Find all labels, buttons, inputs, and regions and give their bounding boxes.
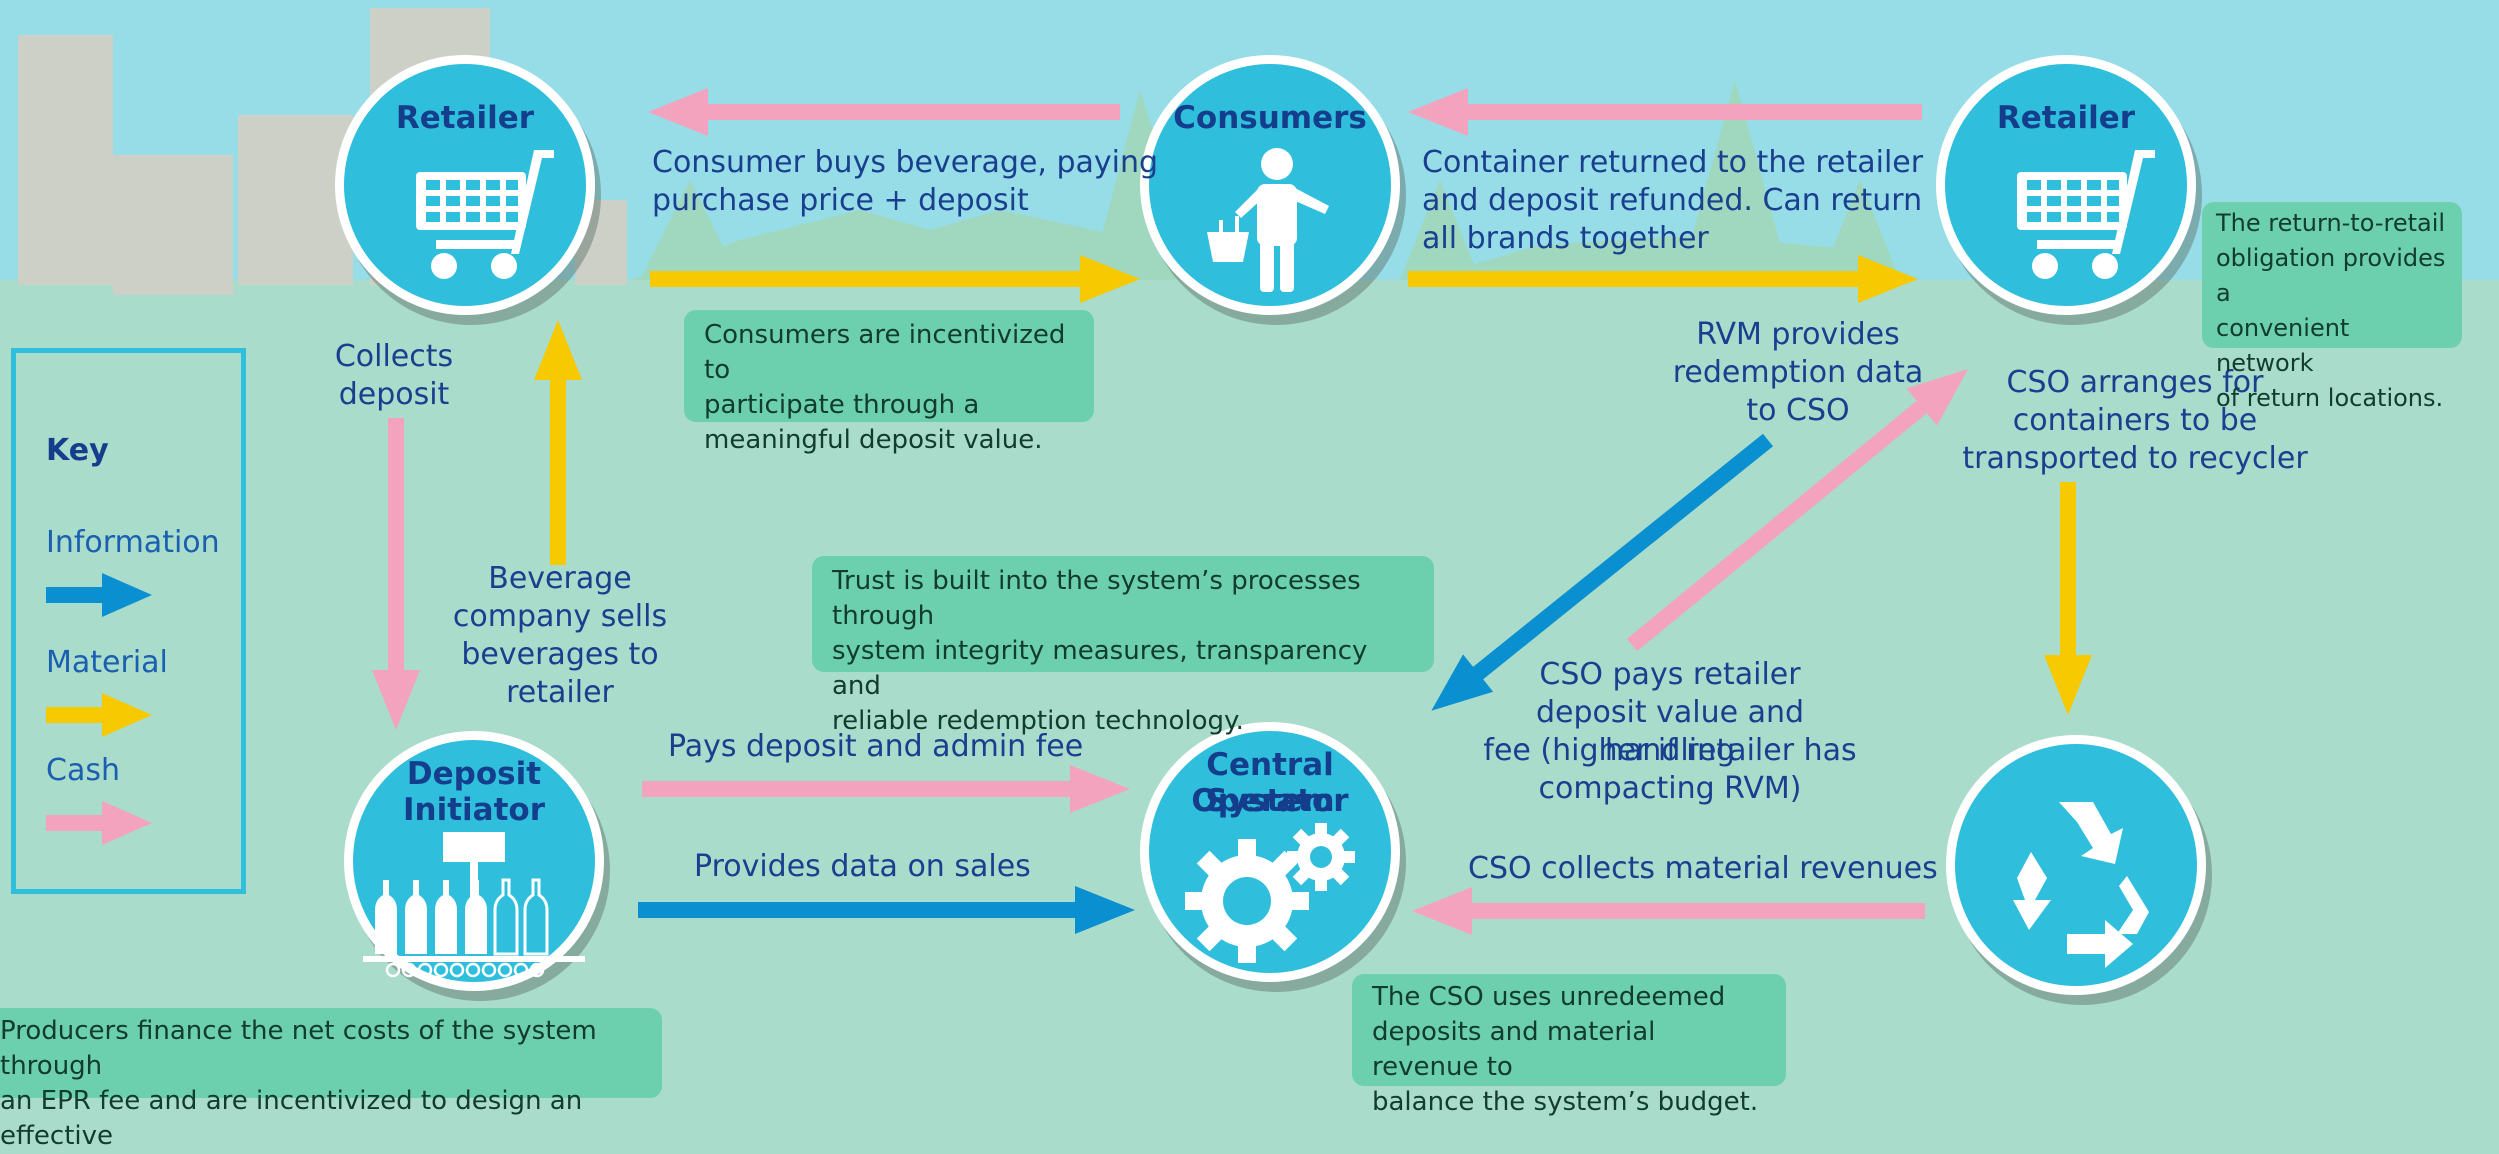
material-arrows: [534, 255, 2092, 715]
collects-deposit-label-line1: Collects: [334, 339, 454, 374]
retailer-right-node: Retailer: [1936, 55, 2196, 315]
cso-title-line1: Central System: [1205, 747, 1335, 819]
provides-data-label: Provides data on sales: [694, 849, 1031, 884]
deposit-initiator-node: Deposit Initiator: [344, 731, 604, 991]
retailer-right-title: Retailer: [1996, 100, 2136, 136]
trust-note-line2: system integrity measures, transparency …: [832, 636, 1368, 701]
consumers-node: Consumers: [1140, 55, 1400, 315]
unredeemed-note-line1: The CSO uses unredeemed: [1372, 982, 1726, 1012]
deposit-initiator-title-line1: Deposit: [406, 756, 542, 792]
shopping-cart-icon: [416, 150, 554, 279]
return-note-line4: of return locations.: [2216, 384, 2444, 412]
return-to-retail-note: The return-to-retail obligation provides…: [2202, 202, 2462, 412]
unredeemed-note-line3: balance the system’s budget.: [1372, 1087, 1759, 1117]
beverage-sells-label-line4: retailer: [506, 675, 614, 710]
cso-arranges-label-line3: transported to recycler: [1962, 441, 2308, 476]
return-note-line1: The return-to-retail: [2216, 209, 2446, 237]
legend-key: Key Information Material Cash: [11, 348, 246, 894]
consumers-title: Consumers: [1173, 100, 1367, 136]
cso-pays-label-line4: compacting RVM): [1538, 771, 1802, 806]
producers-note-line1: Producers finance the net costs of the s…: [0, 1016, 597, 1081]
incentivized-note-line3: meaningful deposit value.: [704, 425, 1043, 455]
legend-arrow-material: [46, 693, 152, 737]
unredeemed-note-line2: deposits and material revenue to: [1372, 1017, 1656, 1082]
shopping-cart-icon: [2017, 150, 2155, 279]
retailer-left-node: Retailer: [335, 55, 595, 315]
producers-note-line2: an EPR fee and are incentivized to desig…: [0, 1086, 583, 1151]
information-arrows: [638, 433, 1774, 934]
cso-pays-label-line3: fee (higher if retailer has: [1483, 733, 1857, 768]
return-note-line2: obligation provides a: [2216, 244, 2446, 307]
cso-pays-label-line2: deposit value and handling: [1535, 695, 1805, 768]
rvm-label-line2: redemption data: [1672, 355, 1924, 390]
legend-arrow-information: [46, 573, 152, 617]
trust-note-line1: Trust is built into the system’s process…: [832, 566, 1361, 631]
beverage-sells-label-line3: beverages to: [461, 637, 659, 672]
rvm-label-line3: to CSO: [1746, 393, 1850, 428]
incentivized-note-line1: Consumers are incentivized to: [704, 320, 1066, 385]
incentivized-note: Consumers are incentivized to participat…: [684, 310, 1094, 455]
cso-node: Central System Operator: [1140, 722, 1400, 982]
person-with-basket-icon: [1207, 148, 1329, 292]
deposit-initiator-title-line2: Initiator: [403, 792, 545, 828]
cso-collects-label: CSO collects material revenues: [1468, 851, 1938, 886]
rvm-label-line1: RVM provides: [1696, 317, 1900, 352]
consumer-buys-label-line2: purchase price + deposit: [652, 183, 1029, 218]
legend-title: Key: [46, 433, 109, 468]
legend-arrow-cash: [46, 801, 152, 845]
return-note-line3: convenient network: [2216, 314, 2350, 377]
container-returned-label-line3: all brands together: [1422, 221, 1709, 256]
producers-note: Producers finance the net costs of the s…: [0, 1008, 662, 1151]
cso-pays-label-line1: CSO pays retailer: [1539, 657, 1801, 692]
cso-arranges-label-line2: containers to be: [2012, 403, 2258, 438]
gears-icon: [1185, 823, 1355, 963]
cash-arrows: [372, 88, 1969, 935]
consumer-buys-label-line1: Consumer buys beverage, paying: [652, 145, 1159, 180]
unredeemed-note: The CSO uses unredeemed deposits and mat…: [1352, 974, 1786, 1117]
incentivized-note-line2: participate through a: [704, 390, 980, 420]
collects-deposit-label-line2: deposit: [338, 377, 450, 412]
pays-deposit-label: Pays deposit and admin fee: [668, 729, 1084, 764]
beverage-sells-label-line2: company sells: [452, 599, 668, 634]
recycler-node: [1946, 735, 2206, 995]
beverage-sells-label-line1: Beverage: [488, 561, 632, 596]
legend-label-material: Material: [46, 645, 168, 680]
legend-label-cash: Cash: [46, 753, 120, 788]
cso-arranges-label-line1: CSO arranges for: [2006, 365, 2264, 400]
container-returned-label-line1: Container returned to the retailer: [1422, 145, 1924, 180]
cso-title-line2: Operator: [1191, 783, 1349, 819]
legend-label-information: Information: [46, 525, 220, 560]
container-returned-label-line2: and deposit refunded. Can return: [1422, 183, 1923, 218]
recycle-icon: [2013, 802, 2149, 968]
retailer-left-title: Retailer: [395, 100, 535, 136]
bottling-line-icon: [363, 832, 585, 978]
trust-note: Trust is built into the system’s process…: [812, 556, 1434, 736]
trust-note-line3: reliable redemption technology.: [832, 706, 1244, 736]
